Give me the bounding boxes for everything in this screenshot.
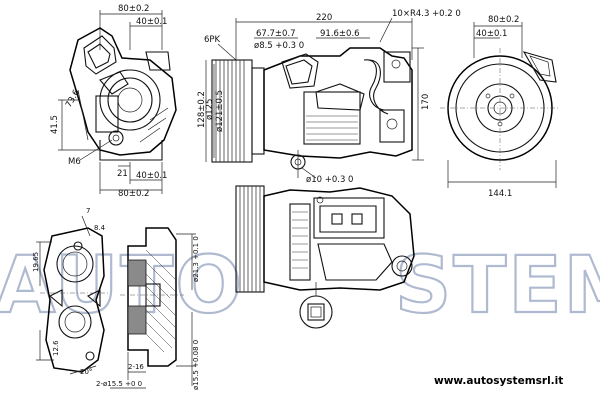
left-bolt: M6 [68, 157, 81, 167]
left-top-width-b: 40±0.1 [136, 17, 167, 27]
center-bore: ø8.5 +0.3 0 [254, 41, 304, 51]
left-top-width-a: 80±0.2 [118, 4, 149, 14]
bottom-center-view [235, 185, 415, 329]
center-overall-length: 220 [316, 13, 332, 23]
bm-dim-a: 2-16 [128, 363, 144, 371]
bl-dim-c: 12.6 [52, 340, 60, 356]
bm-dia-b: ø15.5 +0.08 0 [192, 340, 200, 390]
right-overall-width: 144.1 [488, 189, 512, 199]
left-bottom-c: 80±0.2 [118, 189, 149, 199]
center-holes: 10×R4.3 +0.2 0 [392, 9, 461, 19]
watermark-left: AUTO [0, 241, 244, 331]
bottom-mid-flange-view: ø21.3 +0.1 0 ø15.5 +0.08 0 2-16 2-ø15.5 … [96, 227, 200, 390]
center-pulley-b: ø125 [205, 99, 215, 120]
center-side-view: 220 10×R4.3 +0.2 0 67.7±0.7 91.6±0.6 ø8.… [197, 9, 461, 185]
bottom-left-flange-view: 7 8.4 19.65 12.6 20° [32, 207, 110, 376]
bm-dim-b: 2-ø15.5 +0 0 [96, 380, 142, 388]
center-pulley-c: ø121±0.5 [215, 90, 225, 132]
website-url: www.autosystemsrl.it [434, 375, 563, 387]
bm-dia-a: ø21.3 +0.1 0 [192, 236, 200, 282]
center-belt: 6PK [204, 35, 221, 45]
left-bottom-b: 40±0.1 [136, 171, 167, 181]
center-length-b: 91.6±0.6 [320, 29, 360, 39]
center-height: 170 [421, 94, 431, 110]
left-end-view: 80±0.2 40±0.1 41.5 73.6 M6 21 40±0.1 [50, 4, 177, 199]
watermark: AUTO STEM [0, 240, 600, 332]
center-length-a: 67.7±0.7 [256, 29, 296, 39]
left-bottom-a: 21 [117, 169, 128, 179]
center-mount-hole: ø10 +0.3 0 [306, 175, 353, 185]
watermark-right: STEM [395, 241, 600, 331]
right-width-b: 40±0.1 [476, 29, 507, 39]
left-height-a: 41.5 [50, 115, 60, 134]
bl-angle-bottom: 20° [80, 368, 92, 376]
right-end-view: 80±0.2 40±0.1 144.1 [440, 15, 560, 199]
bl-angle-top: 7 [86, 207, 90, 215]
bl-dim-b: 19.65 [32, 252, 40, 272]
center-pulley-a: 128±0.2 [197, 91, 207, 128]
right-width-a: 80±0.2 [488, 15, 519, 25]
bl-dim-a: 8.4 [94, 224, 106, 232]
